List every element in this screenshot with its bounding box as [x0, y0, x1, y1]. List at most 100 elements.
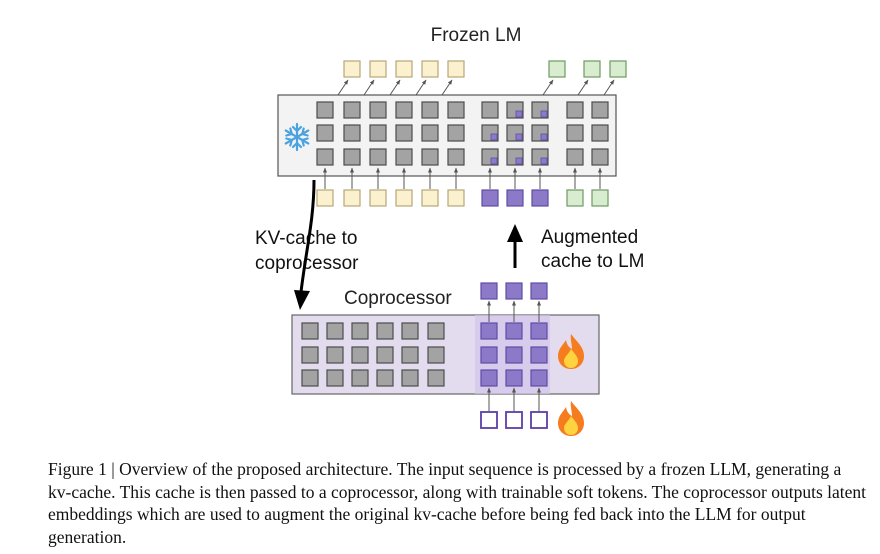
augmented-label-line1: Augmented: [541, 227, 638, 248]
lm-output-tokens: [343, 60, 627, 78]
coprocessor-cell: [326, 322, 344, 340]
cache-cell: [369, 148, 387, 166]
coprocessor-latent-cell: [530, 322, 548, 340]
latent-output-embedding: [505, 282, 523, 300]
cache-cell: [447, 148, 465, 166]
cache-cell: [591, 101, 609, 119]
output-arrow: [577, 79, 589, 96]
cache-cell: [447, 101, 465, 119]
augmented-latent-marker: [515, 133, 523, 141]
cache-cell: [566, 101, 584, 119]
output-token-green: [609, 60, 627, 78]
coprocessor-cell: [326, 346, 344, 364]
coprocessor-cell: [351, 346, 369, 364]
cache-cell: [316, 124, 334, 142]
input-token: [316, 189, 334, 207]
fire-icon: [558, 401, 584, 436]
cache-cell: [591, 124, 609, 142]
frozen-lm-label: Frozen LM: [431, 25, 522, 46]
coprocessor-cell: [401, 369, 419, 387]
soft-token: [505, 411, 523, 429]
cache-cell: [395, 101, 413, 119]
coprocessor-cell: [401, 322, 419, 340]
latent-output-embedding: [480, 282, 498, 300]
cache-cell: [369, 101, 387, 119]
cache-cell: [591, 148, 609, 166]
augmented-latent-marker: [515, 157, 523, 165]
coprocessor-latent-cell: [480, 369, 498, 387]
coprocessor-cell: [351, 322, 369, 340]
latent-embedding-token: [531, 189, 549, 207]
coprocessor-latent-cell: [505, 322, 523, 340]
cache-cell: [395, 124, 413, 142]
caption-text: Figure 1 | Overview of the proposed arch…: [48, 459, 866, 547]
cache-cell: [566, 148, 584, 166]
output-token-green: [548, 60, 566, 78]
output-token-green: [583, 60, 601, 78]
augmented-latent-marker: [490, 133, 498, 141]
lm-input-tokens: [316, 189, 609, 207]
coprocessor-latent-cell: [505, 369, 523, 387]
output-token: [421, 60, 439, 78]
latent-output-embedding: [530, 282, 548, 300]
coprocessor-latent-cell: [480, 346, 498, 364]
soft-token-arrows: [487, 387, 541, 411]
coprocessor-cell: [376, 369, 394, 387]
coprocessor-latent-cell: [530, 369, 548, 387]
cache-cell: [343, 101, 361, 119]
input-token: [395, 189, 413, 207]
output-arrow: [415, 79, 427, 96]
snowflake-icon: [284, 122, 310, 152]
cache-cell: [421, 101, 439, 119]
input-token: [343, 189, 361, 207]
cache-cell: [369, 124, 387, 142]
latent-embedding-token: [481, 189, 499, 207]
coprocessor-latent-cell: [530, 346, 548, 364]
output-arrow: [389, 79, 401, 96]
coprocessor-cell: [376, 322, 394, 340]
input-token: [369, 189, 387, 207]
lm-output-arrows: [337, 79, 615, 96]
coprocessor-output-embeddings: [480, 282, 548, 300]
coprocessor-cell: [351, 369, 369, 387]
augmented-latent-marker: [490, 157, 498, 165]
latent-embedding-token: [506, 189, 524, 207]
input-token: [447, 189, 465, 207]
output-token: [447, 60, 465, 78]
cache-cell: [343, 124, 361, 142]
kv-cache-label-line1: KV-cache to: [255, 228, 357, 249]
augmented-latent-marker: [540, 133, 548, 141]
augmented-label-line2: cache to LM: [541, 251, 645, 272]
soft-token: [480, 411, 498, 429]
cache-cell: [316, 101, 334, 119]
coprocessor-cell: [427, 322, 445, 340]
coprocessor-latent-cell: [480, 322, 498, 340]
augmented-latent-marker: [540, 110, 548, 118]
cache-cell: [343, 148, 361, 166]
coprocessor-output-arrows: [487, 300, 541, 322]
coprocessor-cell: [301, 369, 319, 387]
generated-token: [566, 189, 584, 207]
output-token: [369, 60, 387, 78]
kv-cache-arrow: [294, 179, 316, 310]
augmented-cache-arrow: [507, 224, 523, 268]
coprocessor-label: Coprocessor: [344, 288, 452, 309]
coprocessor-cell: [401, 346, 419, 364]
lm-input-arrows: [323, 167, 602, 189]
lm-kv-cache-grid: [316, 101, 609, 166]
output-arrow: [363, 79, 375, 96]
trainable-soft-tokens: [480, 411, 548, 429]
coprocessor-cell: [427, 346, 445, 364]
coprocessor-latent-cell: [505, 346, 523, 364]
cache-cell: [421, 124, 439, 142]
cache-cell: [566, 124, 584, 142]
input-token: [421, 189, 439, 207]
output-arrow: [441, 79, 453, 96]
cache-cell: [395, 148, 413, 166]
fire-icon: [558, 334, 584, 369]
output-arrow: [542, 79, 554, 96]
output-token: [395, 60, 413, 78]
architecture-diagram: Frozen LM KV-cache to coprocessor Augmen…: [255, 25, 645, 436]
coprocessor-cell: [376, 346, 394, 364]
cache-cell: [316, 148, 334, 166]
